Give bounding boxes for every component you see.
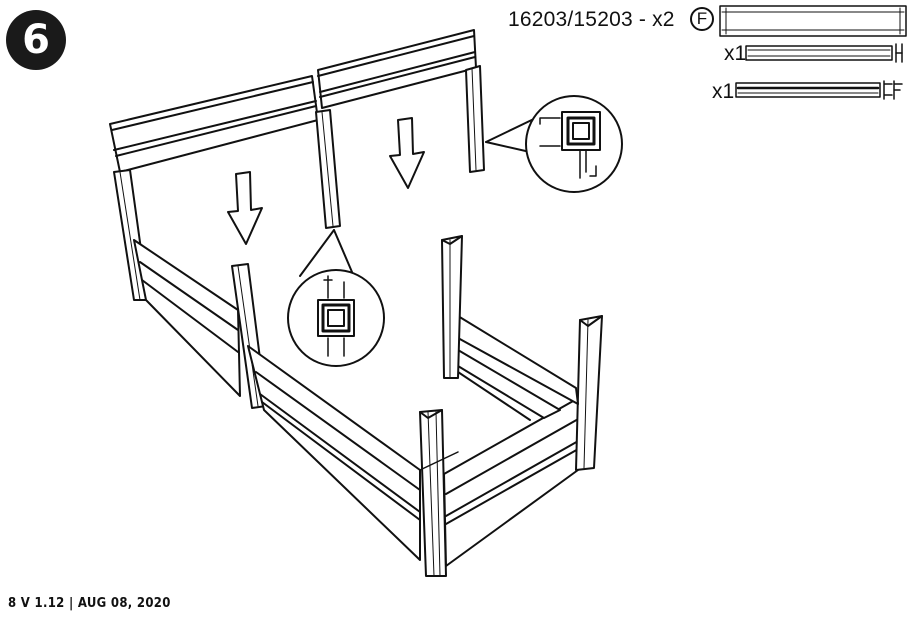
page-footer: 8 V 1.12 | AUG 08, 2020 xyxy=(8,596,171,611)
corner-post-front xyxy=(419,409,447,577)
part-letter-badge: F xyxy=(690,7,714,31)
step-badge: 6 xyxy=(6,10,66,70)
corner-post-right xyxy=(575,315,603,471)
lower-wall-inner xyxy=(457,315,579,421)
part-code-label: 16203/15203 - x2 xyxy=(508,8,675,31)
lower-wall-left xyxy=(113,169,421,561)
down-arrow-icon-2 xyxy=(389,117,425,189)
inner-post xyxy=(441,235,463,379)
lower-wall-back xyxy=(419,451,459,471)
board-part-icon xyxy=(719,5,907,37)
rail-part-icon-2 xyxy=(735,80,903,100)
rail-part-icon xyxy=(745,43,903,63)
step-number: 6 xyxy=(22,17,50,63)
top-board-left xyxy=(109,75,319,173)
magnifier-detail-icon-2 xyxy=(287,229,385,367)
part-qty-1: x1 xyxy=(724,42,747,65)
lower-wall-front xyxy=(443,395,583,567)
top-board-right xyxy=(317,29,477,109)
part-letter: F xyxy=(696,9,708,28)
part-qty-2: x1 xyxy=(712,80,735,103)
magnifier-detail-icon xyxy=(485,95,623,193)
upper-posts xyxy=(315,65,485,229)
down-arrow-icon xyxy=(227,171,263,245)
